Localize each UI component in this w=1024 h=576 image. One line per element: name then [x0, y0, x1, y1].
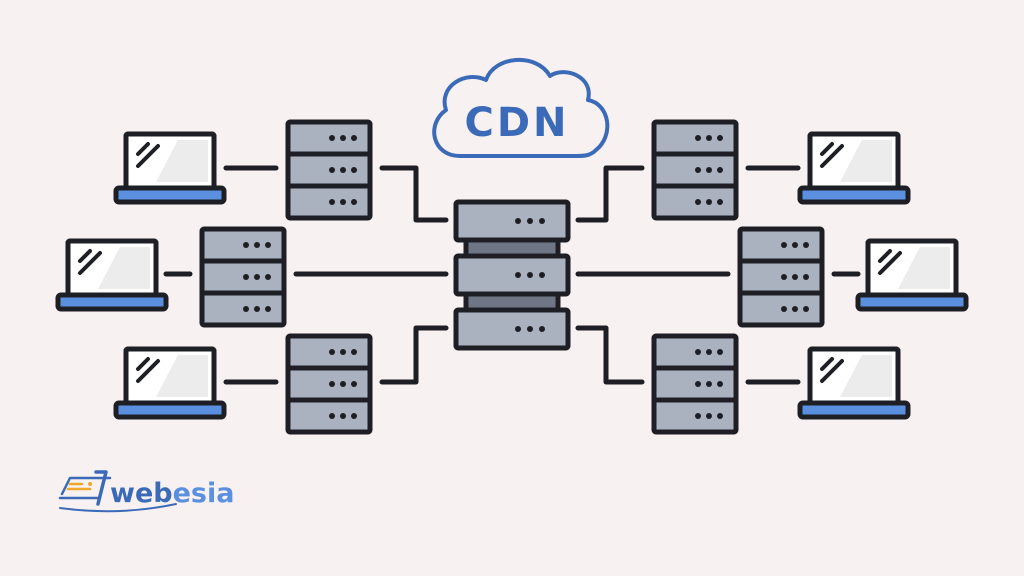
- webesia-logo-icon: [58, 470, 177, 513]
- cloud-label: CDN: [464, 100, 569, 146]
- logo-text-esia: esia: [173, 478, 235, 509]
- central-server: [453, 199, 571, 351]
- edge-server-top-right: [654, 122, 736, 218]
- edge-server-bottom-left: [288, 336, 370, 432]
- logo-text-web: web: [110, 478, 173, 509]
- link-edge-center-bottom-right: [575, 325, 645, 385]
- edge-server-middle-left: [202, 229, 284, 325]
- link-edge-center-bottom-left: [379, 325, 449, 385]
- edge-server-top-left: [288, 122, 370, 218]
- edge-server-bottom-right: [654, 336, 736, 432]
- link-edge-center-top-right: [575, 165, 645, 223]
- connections: [163, 165, 861, 385]
- cloud-icon: [432, 58, 610, 158]
- logo-wordmark: webesia: [110, 478, 234, 509]
- edge-server-middle-right: [740, 229, 822, 325]
- laptop-top-left: [116, 134, 224, 202]
- laptop-bottom-right: [800, 349, 908, 417]
- webesia-logo: webesia: [58, 470, 234, 513]
- link-edge-center-top-left: [379, 165, 449, 223]
- cdn-cloud: CDN: [432, 58, 610, 158]
- laptop-middle-left: [58, 241, 166, 309]
- laptop-middle-right: [858, 241, 966, 309]
- laptop-top-right: [800, 134, 908, 202]
- laptop-bottom-left: [116, 349, 224, 417]
